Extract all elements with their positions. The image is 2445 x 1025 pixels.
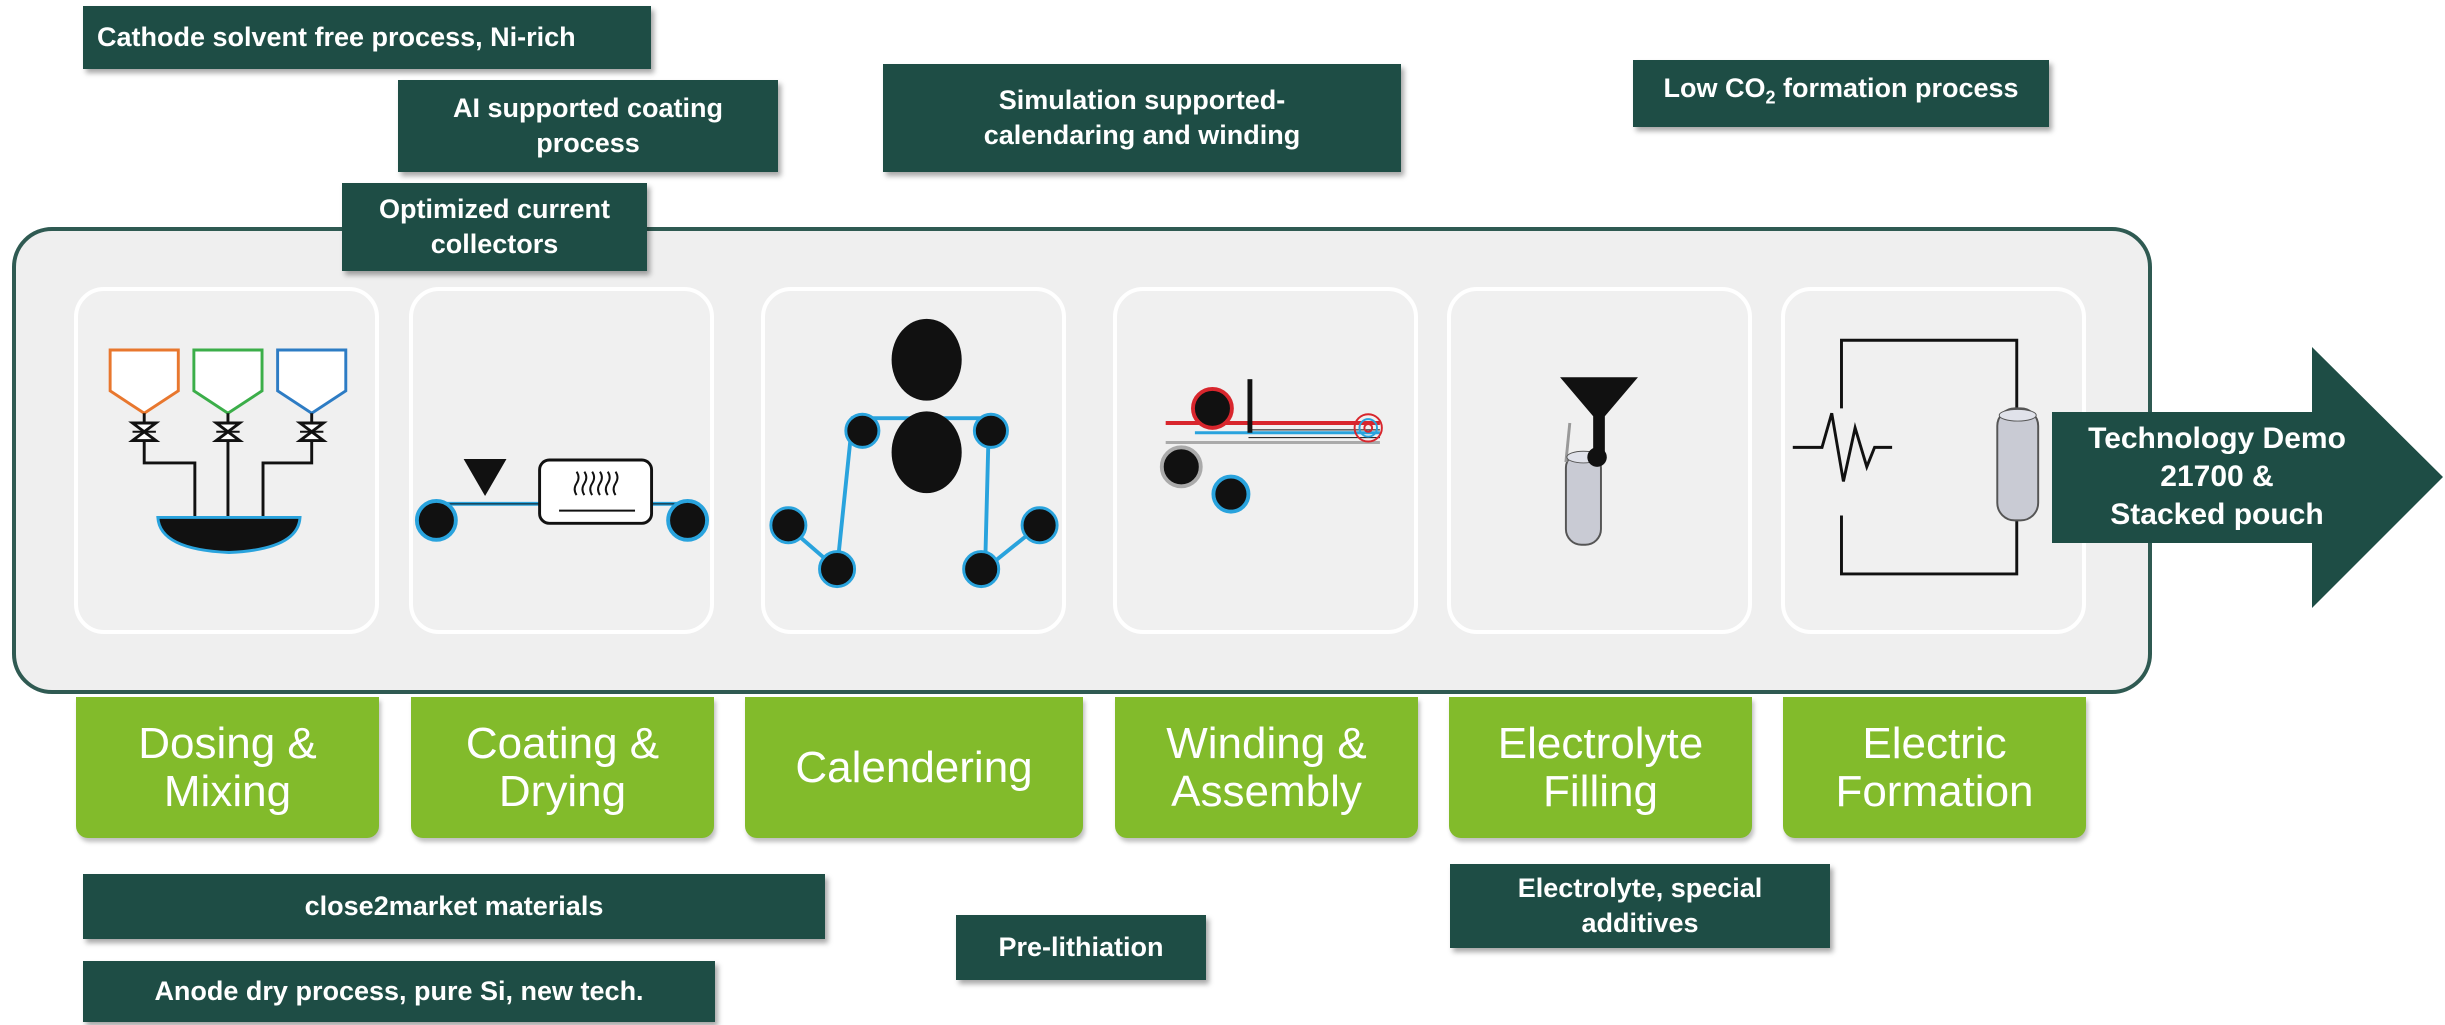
electric-formation-icon xyxy=(1781,287,2086,634)
tag-anode-dry-process: Anode dry process, pure Si, new tech. xyxy=(83,961,715,1022)
coating-drying-icon xyxy=(409,287,714,634)
step-electrolyte-filling: Electrolyte Filling xyxy=(1449,697,1752,838)
low-co2-text: Low CO2 formation process xyxy=(1663,73,2019,108)
tag-current-collectors: Optimized current collectors xyxy=(342,183,647,271)
tag-close2market: close2market materials xyxy=(83,874,825,939)
technology-demo-label: Technology Demo 21700 & Stacked pouch xyxy=(2088,422,2346,531)
step-dosing-mixing: Dosing & Mixing xyxy=(76,697,379,838)
tag-simulation-calendaring: Simulation supported- calendaring and wi… xyxy=(883,64,1401,172)
tag-electrolyte-additives: Electrolyte, special additives xyxy=(1450,864,1830,948)
step-winding-assembly: Winding & Assembly xyxy=(1115,697,1418,838)
electrolyte-filling-icon xyxy=(1447,287,1752,634)
calendering-icon xyxy=(761,287,1066,634)
dosing-mixing-icon xyxy=(74,287,379,634)
winding-assembly-icon xyxy=(1113,287,1418,634)
step-calendering: Calendering xyxy=(745,697,1083,838)
tag-low-co2: Low CO2 formation process xyxy=(1633,60,2049,127)
technology-demo-arrow xyxy=(2052,347,2443,608)
tag-cathode-solvent-free: Cathode solvent free process, Ni-rich xyxy=(83,6,651,69)
tag-ai-coating: AI supported coating process xyxy=(398,80,778,172)
tag-prelithiation: Pre-lithiation xyxy=(956,915,1206,980)
step-coating-drying: Coating & Drying xyxy=(411,697,714,838)
step-electric-formation: Electric Formation xyxy=(1783,697,2086,838)
